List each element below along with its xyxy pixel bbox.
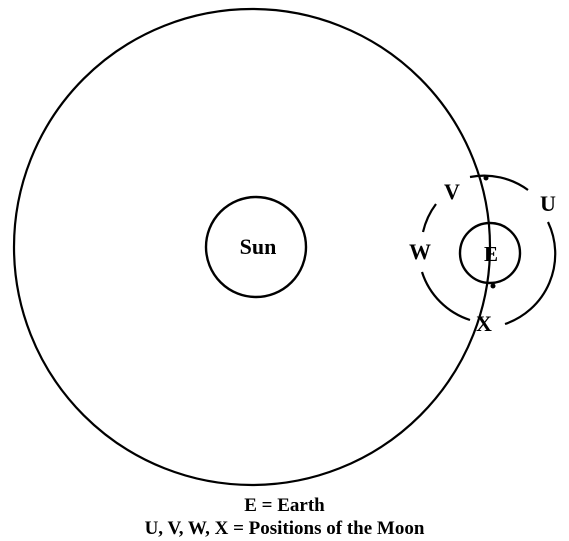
moon-position-x-label: X [476,311,492,336]
earth-label: E [484,242,498,266]
moon-position-w-label: W [409,239,431,264]
legend-earth-line: E = Earth [244,495,325,516]
earth-circle [458,221,522,285]
earth-orbit [12,7,492,487]
moon-position-u-label: U [540,191,556,216]
moon-position-v-label: V [444,179,460,204]
sun-label: Sun [240,234,277,259]
moon-position-v-dot [483,175,489,181]
sun-circle [204,195,308,299]
legend-moon-positions-line: U, V, W, X = Positions of the Moon [144,518,425,539]
moon-orbit [420,174,557,326]
moon-position-x-dot [490,283,496,289]
